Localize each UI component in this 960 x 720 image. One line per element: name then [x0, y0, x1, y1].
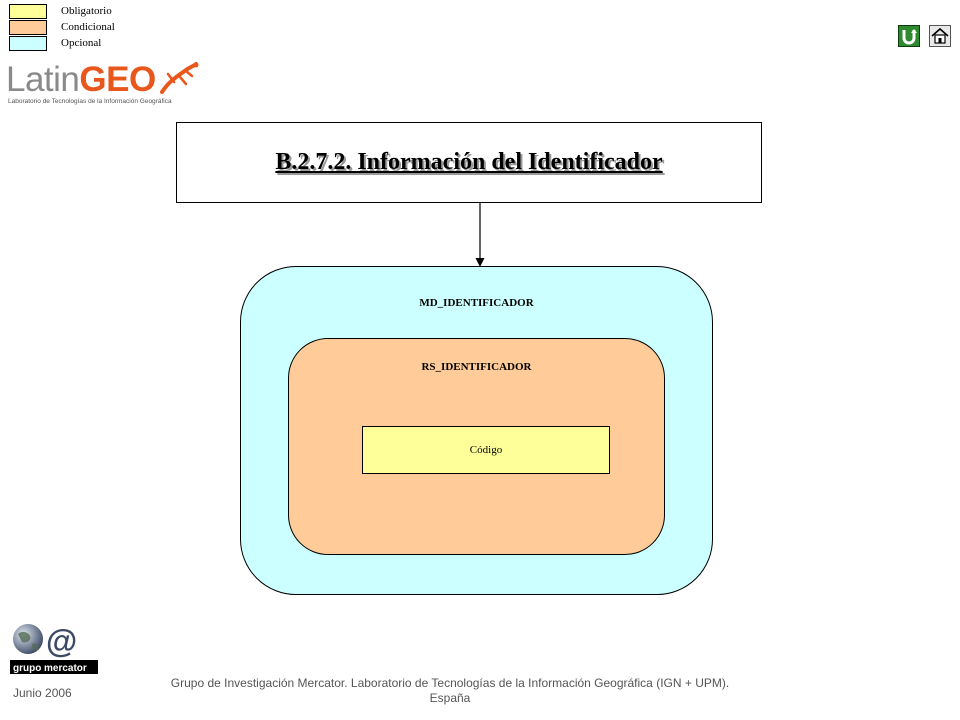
u-turn-back-icon: [902, 29, 917, 45]
legend-swatch-mandatory: [9, 4, 47, 19]
connector-arrow: [475, 203, 485, 267]
legend-swatch-optional: [9, 36, 47, 51]
svg-text:@: @: [46, 623, 77, 659]
logo-subtitle: Laboratorio de Tecnologías de la Informa…: [8, 98, 172, 105]
back-button[interactable]: [898, 25, 920, 47]
latingeo-logo: LatinGEO Laboratorio de Tecnologías de l…: [6, 60, 201, 110]
codigo-field-box[interactable]: Código: [362, 426, 610, 474]
diagram-title-box: B.2.7.2. Información del Identificador: [176, 122, 762, 203]
legend-label-optional: Opcional: [61, 37, 102, 49]
home-icon: [931, 27, 949, 44]
md-identificador-label: MD_IDENTIFICADOR: [419, 297, 534, 309]
svg-text:mercator: mercator: [44, 663, 87, 674]
home-button[interactable]: [929, 25, 951, 47]
legend-label-conditional: Condicional: [61, 21, 115, 33]
legend-swatch-conditional: [9, 20, 47, 35]
rs-identificador-label: RS_IDENTIFICADOR: [421, 361, 532, 373]
svg-text:grupo: grupo: [13, 663, 41, 674]
footer-date: Junio 2006: [13, 686, 72, 700]
logo-brand-latin: Latin: [6, 60, 80, 99]
logo-brand-geo: GEO: [79, 60, 156, 99]
diagram-title: B.2.7.2. Información del Identificador: [275, 149, 663, 175]
codigo-field-label: Código: [469, 444, 503, 456]
footer-credit: Grupo de Investigación Mercator. Laborat…: [120, 676, 780, 706]
footer-credit-line1: Grupo de Investigación Mercator. Laborat…: [170, 676, 730, 690]
gecko-icon: [160, 62, 199, 94]
footer-credit-line2: España: [429, 691, 471, 705]
legend-label-mandatory: Obligatorio: [61, 5, 112, 17]
logo-wordmark: LatinGEO: [6, 60, 156, 100]
grupo-mercator-logo: @ grupo mercator: [10, 623, 98, 674]
